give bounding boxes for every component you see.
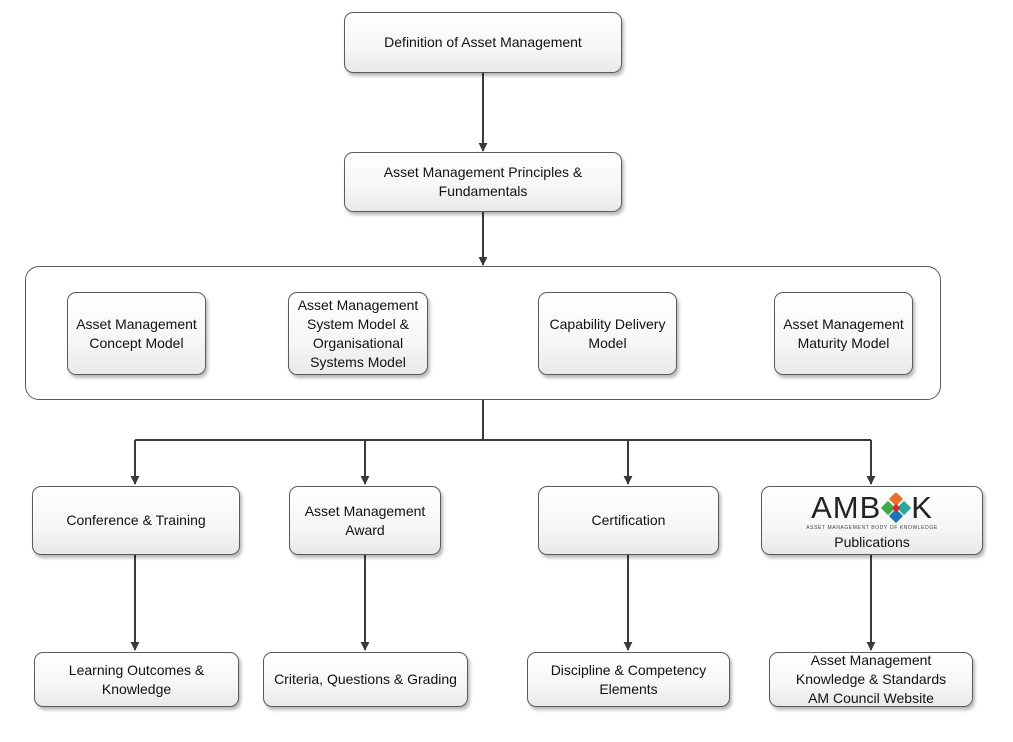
definition-label: Definition of Asset Management — [384, 34, 582, 50]
concept-model-label: Asset Management Concept Model — [76, 315, 197, 351]
maturity-model-box: Asset Management Maturity Model — [774, 292, 913, 375]
system-model-box: Asset Management System Model & Organisa… — [288, 292, 428, 375]
system-model-label: Asset Management System Model & Organisa… — [297, 296, 419, 370]
publications-box: AMB K ASSET MANAGEMENT BODY OF KNOWLEDGE… — [761, 486, 983, 555]
standards-box: Asset Management Knowledge & Standards A… — [769, 652, 973, 707]
definition-box: Definition of Asset Management — [344, 12, 622, 73]
criteria-label: Criteria, Questions & Grading — [274, 671, 457, 687]
award-box: Asset Management Award — [289, 486, 441, 555]
principles-label: Asset Management Principles & Fundamenta… — [383, 164, 583, 199]
discipline-label: Discipline & Competency Elements — [550, 661, 707, 697]
capability-model-box: Capability Delivery Model — [538, 292, 677, 375]
principles-box: Asset Management Principles & Fundamenta… — [344, 152, 622, 212]
conference-box: Conference & Training — [32, 486, 240, 555]
learning-label: Learning Outcomes & Knowledge — [68, 661, 205, 697]
ambok-diamond-mark-icon — [881, 492, 912, 523]
logo-tagline: ASSET MANAGEMENT BODY OF KNOWLEDGE — [806, 524, 938, 531]
logo-letters-right: K — [911, 489, 933, 525]
capability-model-label: Capability Delivery Model — [549, 315, 666, 351]
maturity-model-label: Asset Management Maturity Model — [783, 315, 904, 351]
conference-label: Conference & Training — [66, 512, 206, 528]
certification-box: Certification — [538, 486, 719, 555]
concept-model-box: Asset Management Concept Model — [67, 292, 206, 375]
publications-label: Publications — [834, 533, 910, 550]
award-label: Asset Management Award — [304, 502, 426, 538]
standards-label: Asset Management Knowledge & Standards A… — [795, 652, 947, 706]
ambok-logo: AMB K — [811, 489, 933, 525]
logo-letters-left: AMB — [811, 489, 882, 525]
criteria-box: Criteria, Questions & Grading — [263, 652, 468, 707]
learning-box: Learning Outcomes & Knowledge — [34, 652, 239, 707]
discipline-box: Discipline & Competency Elements — [527, 652, 730, 707]
certification-label: Certification — [591, 512, 666, 528]
